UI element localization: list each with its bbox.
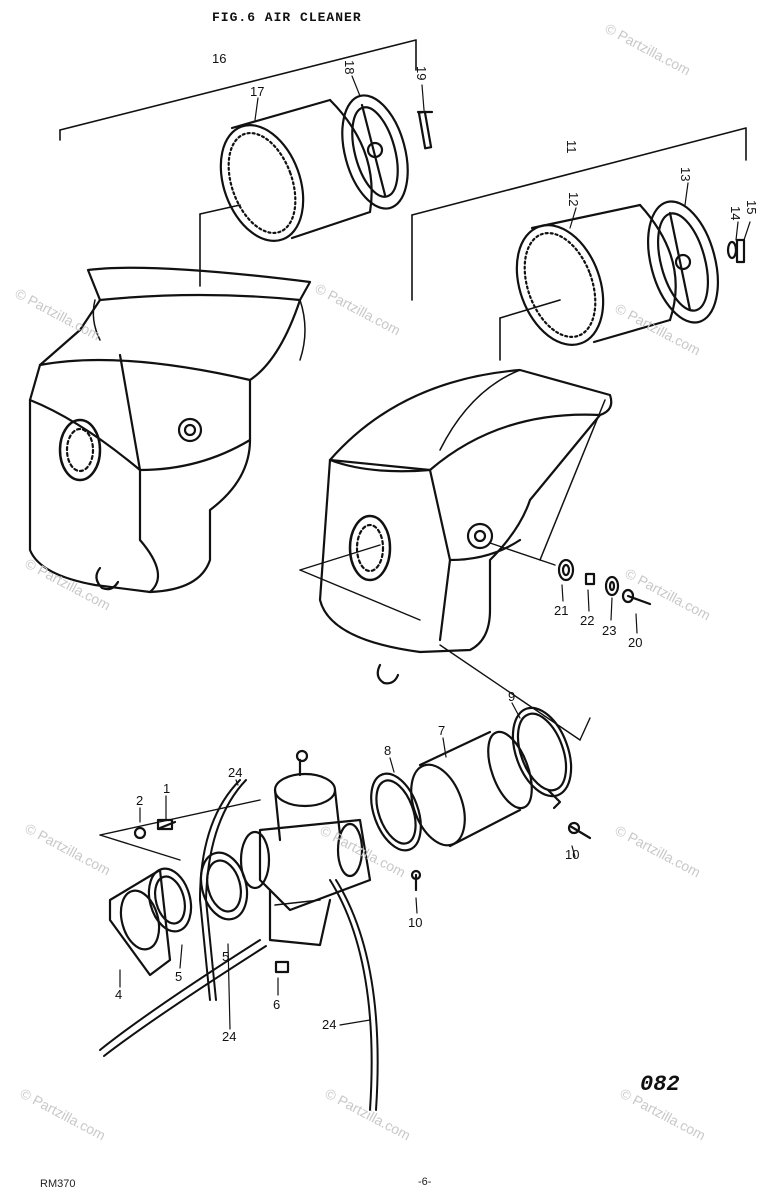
filter-element-17: [219, 98, 373, 242]
callout-10-bottom: 10: [408, 915, 423, 930]
callout-5-right: 5: [222, 949, 230, 964]
callout-1: 1: [163, 781, 171, 796]
callout-7: 7: [438, 723, 446, 738]
callout-24-hose: 24: [322, 1017, 337, 1032]
insulator-4: [108, 868, 172, 977]
callout-6: 6: [273, 997, 281, 1012]
diagram-title: FIG.6 AIR CLEANER: [212, 10, 362, 25]
air-cleaner-box-right: [318, 368, 613, 685]
gasket-5: [147, 851, 249, 933]
callout-13: 13: [678, 167, 693, 182]
carburetor: [99, 749, 379, 1111]
callout-11: 11: [564, 140, 579, 154]
callout-10-right: 10: [565, 847, 580, 862]
plate-18: [341, 94, 409, 210]
bracket-16: [59, 39, 417, 287]
callout-14: 14: [728, 206, 743, 221]
callout-2: 2: [136, 793, 144, 808]
plate-13: [647, 200, 719, 324]
callout-4: 4: [115, 987, 123, 1002]
screw-19: [416, 110, 434, 150]
air-cleaner-box-left: [28, 266, 312, 594]
page-number: -6-: [418, 1176, 432, 1188]
fasteners-14-15: [726, 238, 746, 264]
clamp-9: [511, 706, 573, 810]
callout-22: 22: [580, 613, 595, 628]
callout-16: 16: [212, 51, 227, 66]
diagram-code: 082: [640, 1072, 680, 1097]
clamp-8: [370, 772, 422, 852]
screws-10: [410, 821, 592, 892]
callout-23: 23: [602, 623, 617, 638]
callout-19: 19: [414, 66, 429, 81]
callout-21: 21: [554, 603, 569, 618]
callout-24-bottom: 24: [222, 1029, 237, 1044]
callout-12: 12: [566, 192, 581, 207]
callout-18: 18: [342, 60, 357, 75]
callout-9: 9: [508, 689, 516, 704]
callout-5-left: 5: [175, 969, 183, 984]
callout-15: 15: [744, 200, 759, 215]
model-code: RM370: [40, 1178, 76, 1190]
bolts-1-2-6: [133, 818, 290, 974]
callout-24-top: 24: [228, 765, 243, 780]
filter-element-12: [515, 203, 677, 346]
leader-lines: [119, 75, 751, 1030]
bracket-11: [411, 127, 747, 361]
fasteners-20-23: [489, 542, 652, 606]
callout-8: 8: [384, 743, 392, 758]
callout-20: 20: [628, 635, 643, 650]
intake-boot-7: [410, 730, 533, 848]
callout-17: 17: [250, 84, 265, 99]
